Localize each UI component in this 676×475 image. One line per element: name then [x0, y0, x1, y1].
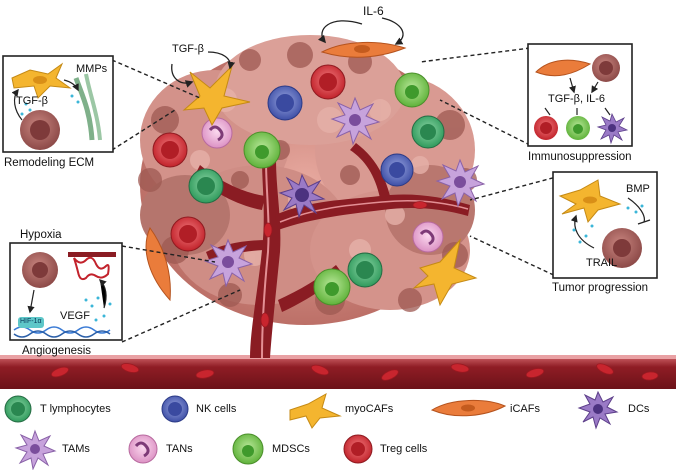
t-lymphocyte-cell — [347, 252, 383, 288]
legend-label-mdscs: MDSCs — [272, 443, 310, 455]
myocaf-cell — [412, 238, 478, 307]
dc-cell — [278, 173, 326, 219]
tam-cell — [330, 96, 381, 146]
tan-icon — [128, 434, 158, 464]
ecm-panel-title: Remodeling ECM — [4, 157, 95, 169]
panel-angio-illustration — [9, 242, 123, 341]
t-lymphocyte-cell — [188, 168, 224, 204]
angio-hif-label: HIF-1α — [20, 318, 42, 325]
tan-cell — [201, 117, 233, 149]
treg-cell — [152, 132, 188, 168]
tumor-panel-title: Tumor progression — [552, 282, 649, 294]
ecm-mmps-label: MMPs — [76, 63, 108, 75]
ecm-tgfb-label: TGF-β — [16, 95, 48, 107]
tam-icon — [14, 429, 57, 471]
t-lymphocyte-icon — [4, 395, 32, 423]
icaf-icon — [430, 399, 507, 417]
nk-cell — [380, 153, 414, 187]
tumor-bmp-label: BMP — [626, 183, 650, 195]
legend-label-myocafs: myoCAFs — [345, 403, 394, 415]
angio-panel-title: Angiogenesis — [22, 345, 92, 357]
legend-label-t-lymphocytes: T lymphocytes — [40, 403, 111, 415]
tam-cell — [435, 158, 486, 208]
tumor-cells — [145, 41, 486, 307]
panel-tumor-illustration — [552, 171, 658, 279]
icaf-cell — [145, 227, 171, 302]
treg-cell — [170, 216, 206, 252]
tan-cell — [412, 221, 444, 253]
panel-ecm-illustration — [2, 55, 114, 153]
legend-label-dcs: DCs — [628, 403, 650, 415]
mdsc-cell — [394, 72, 430, 108]
panel-connectors — [111, 47, 561, 343]
legend-label-treg-cells: Treg cells — [380, 443, 428, 455]
legend-icons — [4, 390, 619, 471]
legend-label-icafs: iCAFs — [510, 403, 540, 415]
panel-immuno-illustration — [527, 43, 633, 147]
treg-icon — [343, 434, 373, 464]
legend-label-tans: TANs — [166, 443, 193, 455]
legend-label-tams: TAMs — [62, 443, 90, 455]
mdsc-cell — [243, 131, 281, 169]
nk-cell-icon — [161, 395, 189, 423]
tam-cell — [203, 238, 254, 288]
angio-vegf-label: VEGF — [60, 310, 90, 322]
tumor-trail-label: TRAIL — [586, 257, 618, 269]
myocaf-icon — [289, 392, 342, 429]
dc-icon — [577, 390, 619, 430]
mdsc-icon — [232, 433, 264, 465]
immuno-panel-title: Immunosuppression — [528, 151, 632, 163]
treg-cell — [310, 64, 346, 100]
nk-cell — [267, 85, 303, 121]
myocaf-cell — [182, 64, 251, 127]
il6-label: IL-6 — [363, 4, 384, 18]
main-blood-vessel — [0, 355, 676, 389]
angio-hypoxia-label: Hypoxia — [20, 229, 62, 241]
legend-label-nk-cells: NK cells — [196, 403, 237, 415]
immuno-factors-label: TGF-β, IL-6 — [548, 93, 606, 105]
tgfb-label: TGF-β — [172, 43, 204, 55]
mdsc-cell — [313, 268, 351, 306]
t-lymphocyte-cell — [411, 115, 445, 149]
